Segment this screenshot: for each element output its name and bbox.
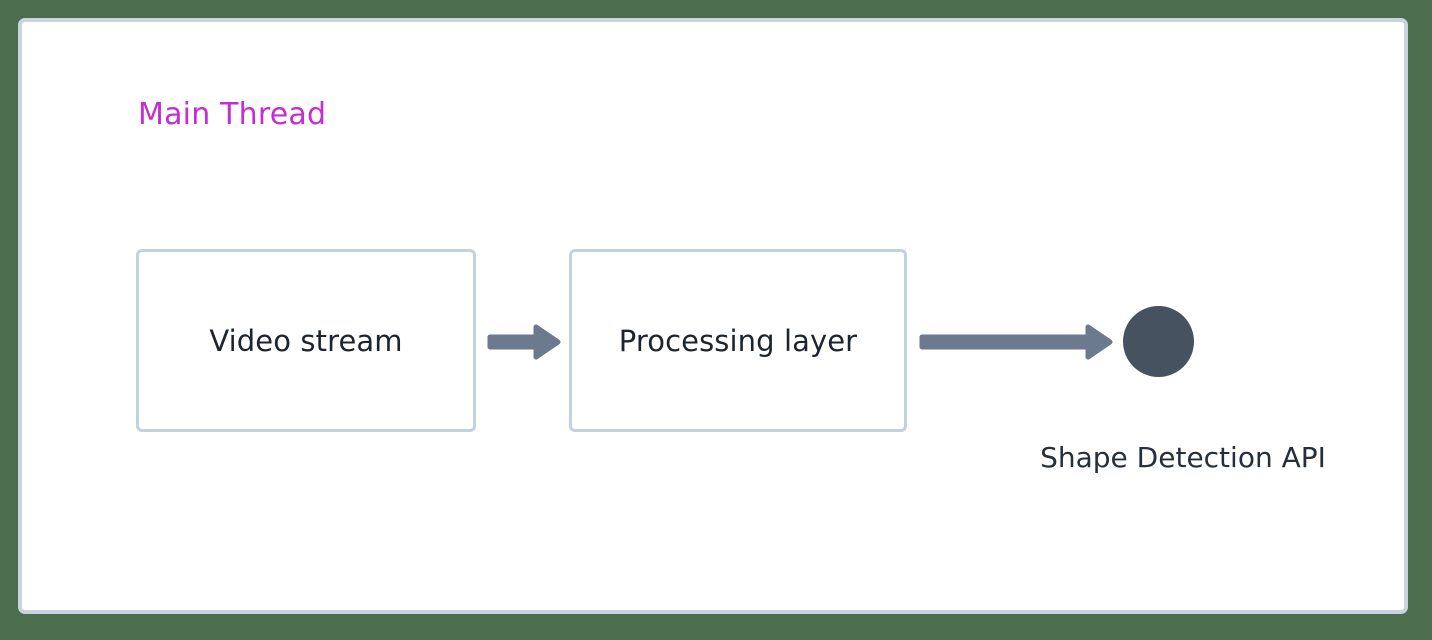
node-video-stream-label: Video stream	[209, 323, 403, 358]
node-video-stream[interactable]: Video stream	[136, 249, 476, 432]
arrow-stream-to-processing-icon	[487, 324, 561, 360]
node-shape-detection-api-circle[interactable]	[1123, 306, 1194, 377]
node-processing-layer-label: Processing layer	[618, 323, 858, 358]
page-title: Main Thread	[138, 97, 327, 132]
node-processing-layer[interactable]: Processing layer	[569, 249, 907, 432]
main-thread-panel: Main Thread Video stream Processing laye…	[18, 18, 1408, 614]
node-shape-detection-api-label: Shape Detection API	[1040, 441, 1326, 474]
arrow-processing-to-api-icon	[919, 324, 1113, 360]
